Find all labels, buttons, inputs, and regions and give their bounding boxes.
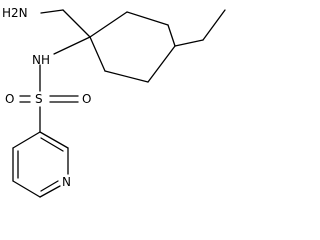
bond-ch2-quaternary-c	[62, 9, 91, 38]
bond-py-c6-n	[39, 185, 61, 198]
molecule-canvas: H2N NH S O O N	[2, 6, 226, 198]
bond-nh2-ch2	[40, 9, 64, 14]
amine-label: H2N	[2, 6, 28, 20]
bond-py-c2-c3-inner	[40, 137, 64, 152]
bond-c1-nh	[53, 36, 91, 55]
bond-ring-c1-c2	[89, 11, 128, 38]
bond-py-c2-c3	[39, 131, 69, 149]
bond-ethyl-ch2-ch3	[202, 9, 226, 41]
oxygen-right-label: O	[82, 92, 91, 106]
bond-ring-c4-c5	[147, 45, 176, 83]
pyridine-n-label: N	[62, 175, 71, 189]
bond-ring-c2-c3	[126, 11, 169, 26]
bond-ring-c3-c4	[167, 24, 176, 47]
structure-diagram: H2N NH S O O N	[2, 6, 226, 198]
bond-ring-c5-c6	[104, 70, 149, 83]
oxygen-left-label: O	[5, 92, 14, 106]
bond-ring-c6-c1	[89, 36, 106, 72]
sulfur-label: S	[35, 92, 43, 106]
bond-py-c5-c6	[12, 180, 41, 198]
bond-py-c3-c4	[12, 131, 41, 149]
sulfonamide-nh-label: NH	[32, 53, 50, 67]
bond-ring-ethyl-ch2	[174, 39, 204, 47]
bond-py-c6-n-inner	[40, 180, 59, 192]
